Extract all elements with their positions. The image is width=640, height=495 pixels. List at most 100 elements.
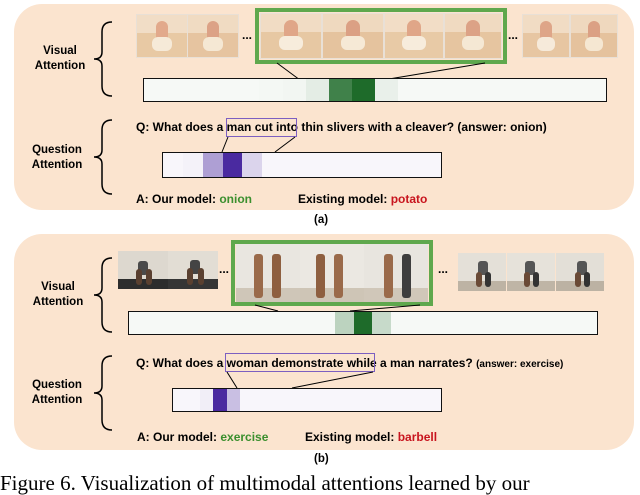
attention-cell	[444, 79, 468, 101]
question-prefix: Q: What does	[136, 356, 217, 370]
video-frame	[522, 14, 570, 58]
video-frame	[187, 14, 239, 58]
attention-cell	[185, 312, 204, 334]
existing-answer-line-b: Existing model: barbell	[305, 430, 437, 444]
attention-cell	[166, 312, 186, 334]
attention-cell	[360, 389, 375, 411]
question-suffix: while a man narrates?	[343, 356, 477, 370]
visual-attention-label-a: Visual Attention	[34, 45, 86, 72]
question-attention-bar	[162, 152, 442, 178]
attention-cell	[536, 79, 560, 101]
attention-cell	[347, 389, 361, 411]
attention-cell	[578, 312, 597, 334]
attention-cell	[144, 79, 168, 101]
attention-cell	[242, 153, 263, 177]
attention-cell	[282, 79, 306, 101]
attention-cell	[293, 389, 308, 411]
question-attention-bar	[172, 388, 442, 412]
existing-answer: potato	[390, 192, 428, 206]
question-text-a: Q: What does a man cut into thin slivers…	[136, 120, 547, 134]
attention-cell	[341, 153, 362, 177]
attention-cell	[236, 79, 260, 101]
attention-cell	[182, 153, 203, 177]
connector-lines	[254, 304, 421, 312]
existing-prefix: Existing model:	[298, 192, 391, 206]
attention-cell	[203, 312, 223, 334]
attention-cell	[465, 312, 485, 334]
video-frame	[300, 244, 364, 302]
attention-cell	[321, 153, 342, 177]
our-answer: exercise	[220, 430, 269, 444]
video-frame	[136, 14, 188, 58]
attention-cell	[163, 153, 183, 177]
existing-answer: barbell	[397, 430, 438, 444]
brace-icon	[93, 355, 113, 431]
video-frame	[168, 251, 218, 289]
question-attention-label-a: Question Attention	[31, 144, 83, 171]
attention-cell	[447, 312, 466, 334]
video-frame	[556, 253, 604, 291]
attention-cell	[241, 312, 261, 334]
attention-cell	[467, 79, 491, 101]
video-frame	[458, 253, 506, 291]
answer-line-a: A: Our model: onion	[136, 192, 252, 206]
existing-prefix: Existing model:	[305, 430, 398, 444]
attention-cell	[302, 153, 322, 177]
attention-cell	[328, 79, 352, 101]
question-text-b: Q: What does a woman demonstrate while a…	[136, 356, 563, 370]
attention-cell	[421, 153, 442, 177]
brace-icon	[93, 119, 113, 195]
question-highlight: a man cut	[216, 120, 273, 134]
video-frame	[444, 13, 502, 59]
connector-lines	[276, 62, 486, 81]
question-highlight-box	[226, 118, 297, 137]
attention-cell	[282, 153, 303, 177]
visual-attention-label-b: Visual Attention	[32, 281, 84, 308]
attention-cell	[259, 79, 283, 101]
attention-cell	[409, 312, 429, 334]
attention-cell	[490, 79, 514, 101]
attention-cell	[351, 79, 375, 101]
connector-lines	[226, 371, 374, 389]
ellipsis: ...	[438, 262, 449, 276]
panel-tag-a: (a)	[314, 214, 329, 226]
attention-cell	[262, 153, 283, 177]
question-highlight: a woman demonstrate	[216, 356, 344, 370]
attention-cell	[503, 312, 523, 334]
attention-cell	[361, 153, 382, 177]
attention-cell	[266, 389, 281, 411]
ellipsis: ...	[508, 28, 519, 42]
answer-line-b: A: Our model: exercise	[137, 430, 268, 444]
attention-cell	[391, 312, 410, 334]
visual-attention-bar	[128, 311, 598, 335]
brace-icon	[93, 257, 113, 333]
attention-cell	[147, 312, 167, 334]
attention-cell	[353, 312, 373, 334]
video-frame	[570, 14, 618, 58]
attention-cell	[372, 312, 392, 334]
attention-cell	[428, 312, 448, 334]
figure-caption: Figure 6. Visualization of multimodal at…	[0, 471, 530, 495]
attention-cell	[334, 312, 354, 334]
attention-cell	[253, 389, 267, 411]
attention-cell	[484, 312, 504, 334]
attention-cell	[186, 389, 200, 411]
attention-cell	[513, 79, 537, 101]
attention-cell	[307, 389, 321, 411]
attention-cell	[374, 389, 388, 411]
visual-highlight-box	[255, 8, 507, 64]
connector-lines	[221, 136, 296, 153]
answer-prefix: A: Our model:	[137, 430, 221, 444]
existing-answer-line-a: Existing model: potato	[298, 192, 427, 206]
attention-cell	[421, 79, 445, 101]
question-suffix: into thin slivers with a cleaver? (answe…	[272, 120, 547, 134]
video-frame	[236, 244, 300, 302]
attention-cell	[540, 312, 560, 334]
answer-prefix: A: Our model:	[136, 192, 220, 206]
our-answer: onion	[219, 192, 252, 206]
visual-highlight-box	[231, 240, 433, 306]
video-frame	[364, 244, 428, 302]
attention-cell	[240, 389, 254, 411]
attention-cell	[320, 389, 334, 411]
attention-cell	[381, 153, 402, 177]
